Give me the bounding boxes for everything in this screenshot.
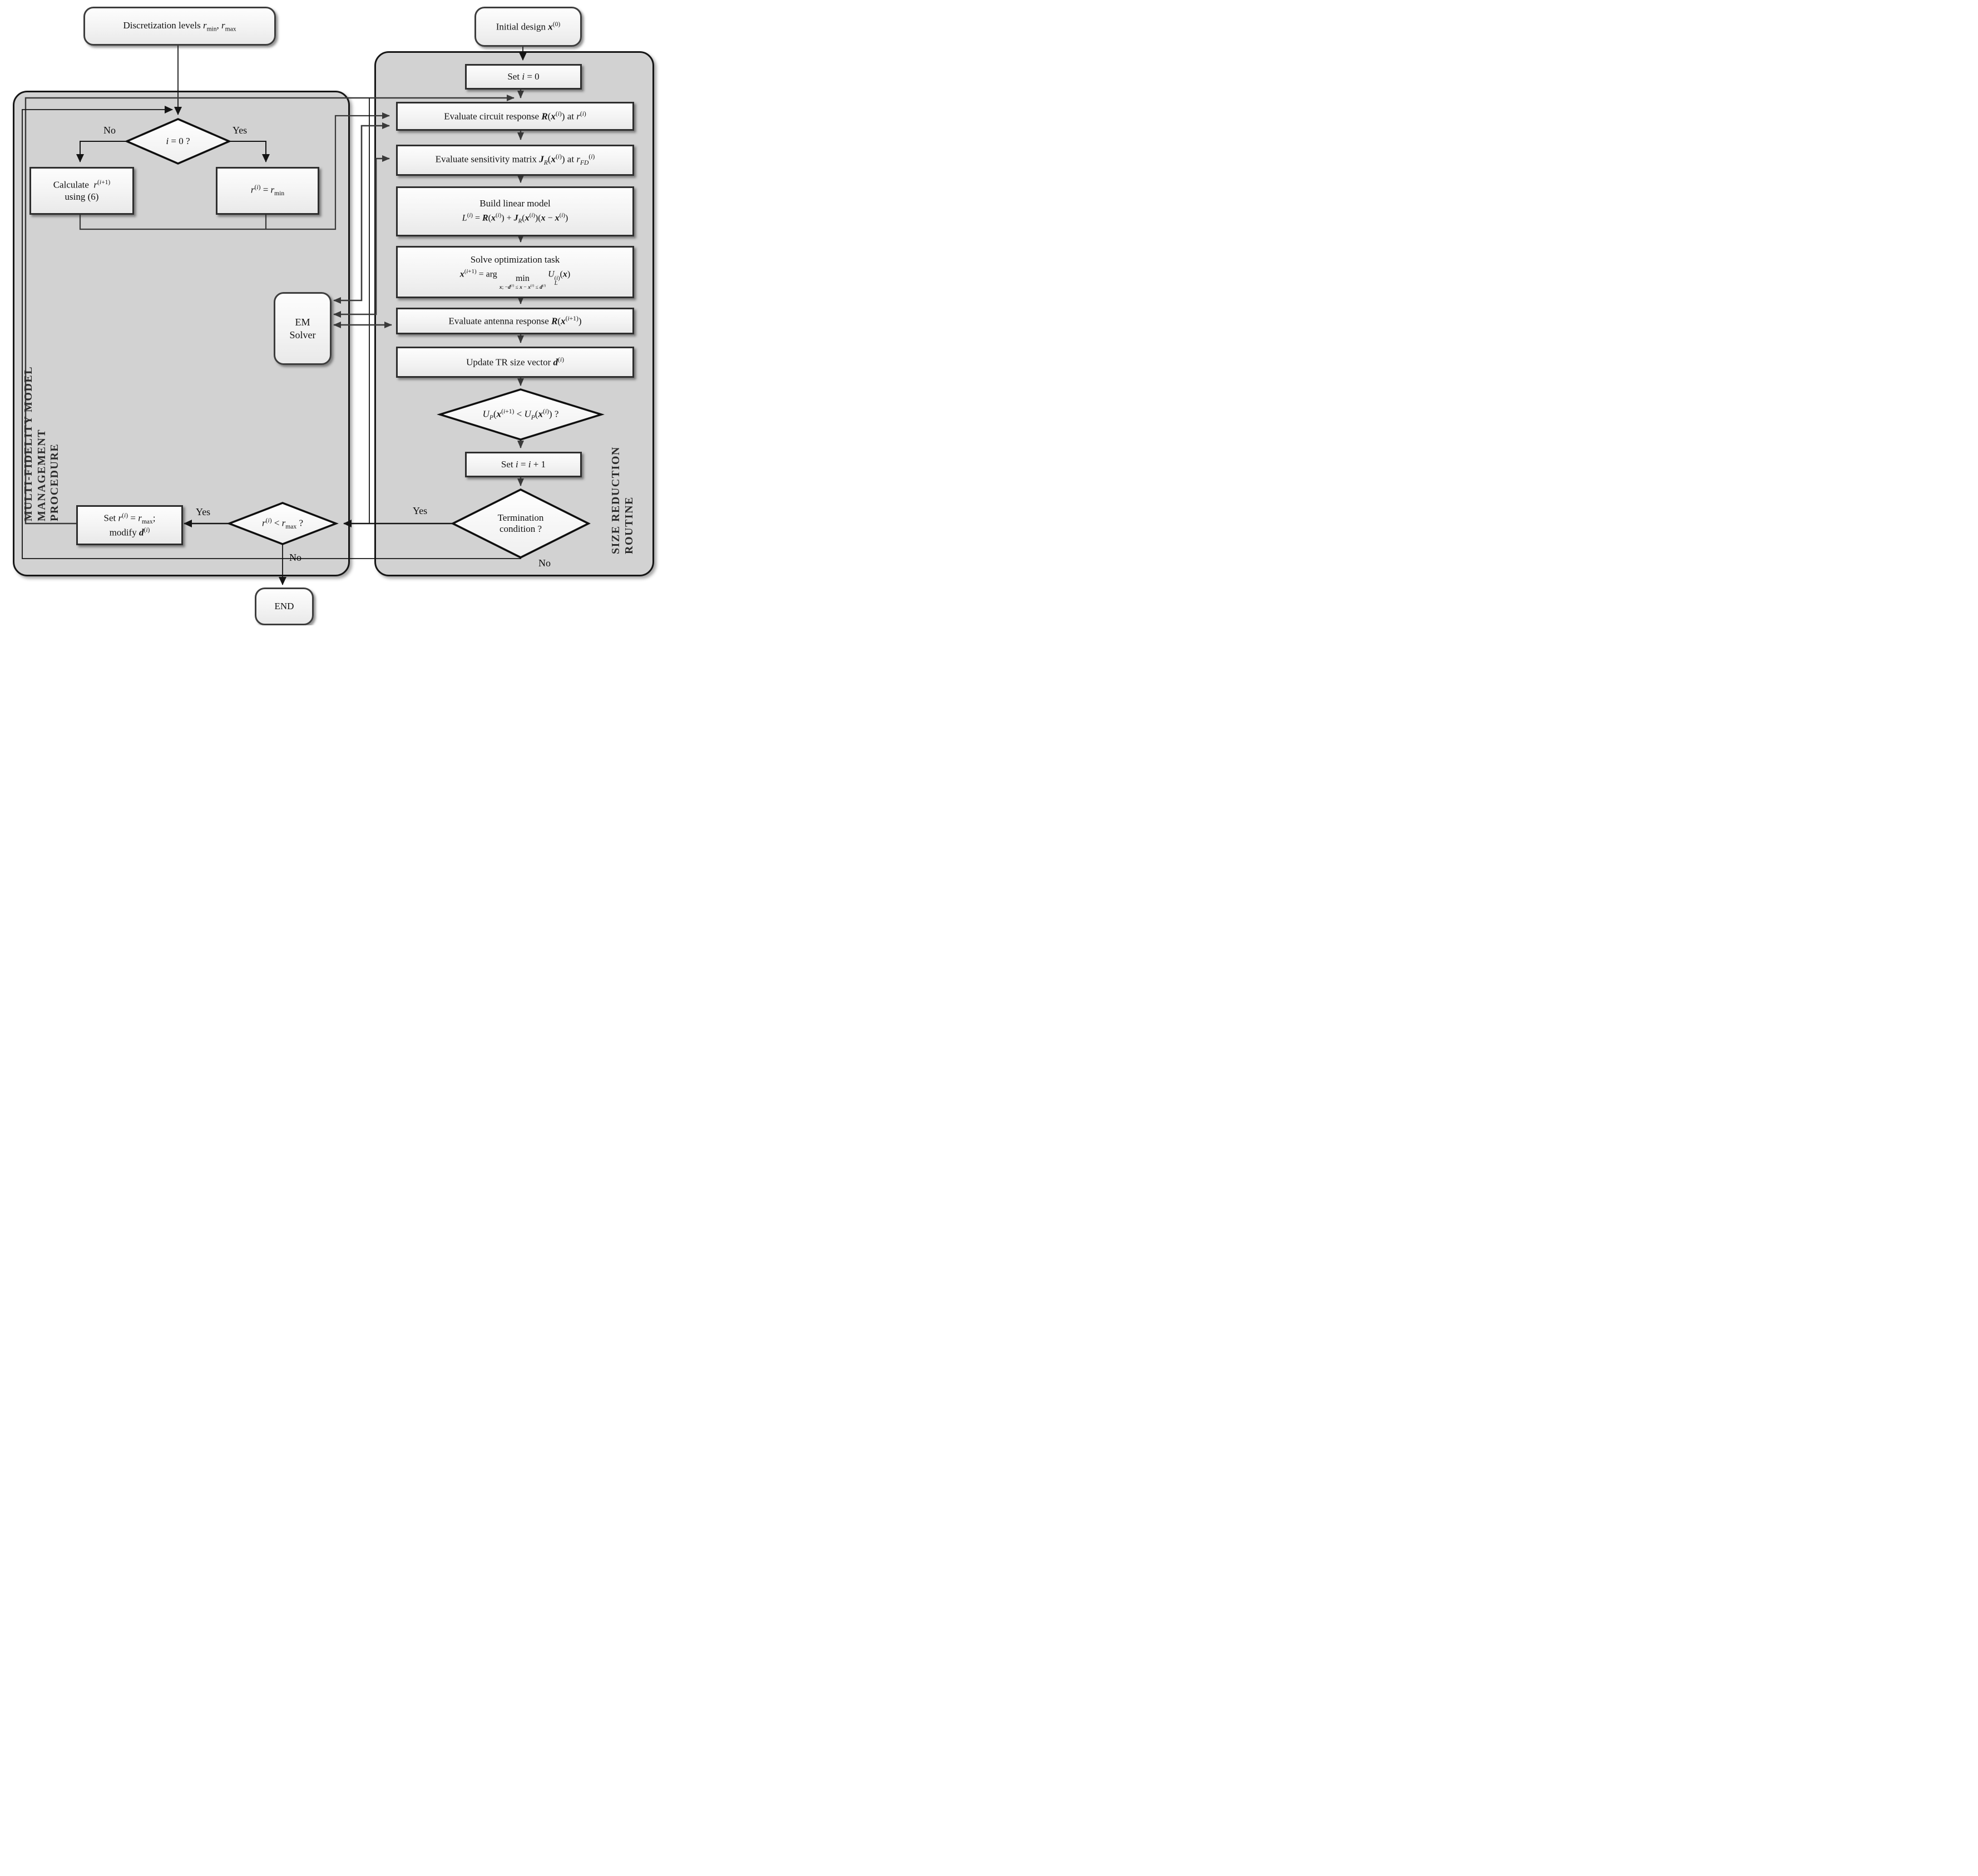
node-label: END bbox=[274, 601, 294, 612]
panel-title-size-reduction: SIZE REDUCTION ROUTINE bbox=[610, 446, 636, 554]
wire-em-circuit bbox=[333, 122, 390, 304]
node-build-linear-model[interactable]: Build linear model L(i) = R(x(i)) + JR(x… bbox=[396, 186, 634, 236]
wire-layer bbox=[22, 42, 605, 585]
decision-text: i = 0 ? bbox=[166, 135, 190, 146]
node-label: Set r(i) = rmax; bbox=[103, 512, 156, 526]
node-set-i-plus-one[interactable]: Set i = i + 1 bbox=[465, 452, 582, 477]
node-initial-design[interactable]: Initial design x(0) bbox=[474, 7, 582, 47]
node-label: Update TR size vector d(i) bbox=[466, 356, 564, 368]
node-label: Calculate r(i+1) bbox=[53, 179, 111, 191]
node-label: Set i = i + 1 bbox=[501, 459, 546, 470]
decision-termination-label: Termination condition ? bbox=[459, 501, 582, 546]
node-evaluate-antenna[interactable]: Evaluate antenna response R(x(i+1)) bbox=[396, 308, 634, 334]
node-label: Build linear model bbox=[479, 198, 551, 209]
decision-r-less-rmax[interactable] bbox=[226, 502, 339, 545]
decision-text: Termination bbox=[497, 512, 544, 523]
decision-i-zero-label: i = 0 ? bbox=[133, 131, 222, 151]
panel-title-multifidelity: MULTI-FIDELITY MODEL MANAGEMENT PROCEDUR… bbox=[22, 366, 62, 521]
node-label: Discretization levels rmin, rmax bbox=[123, 19, 236, 32]
decision-up-label: UP(x(i+1) < UP(x(i)) ? bbox=[441, 402, 600, 427]
node-discretization-levels[interactable]: Discretization levels rmin, rmax bbox=[83, 7, 276, 46]
node-end[interactable]: END bbox=[255, 588, 314, 625]
node-label: Solve optimization task bbox=[470, 254, 560, 265]
node-set-rmax[interactable]: Set r(i) = rmax; modify d(i) bbox=[76, 505, 183, 545]
node-label: Solver bbox=[289, 329, 316, 340]
label-rless-yes: Yes bbox=[196, 506, 211, 517]
node-set-i-zero[interactable]: Set i = 0 bbox=[465, 64, 582, 90]
node-em-solver[interactable]: EM Solver bbox=[274, 292, 332, 365]
wire-izero-yes-branch bbox=[229, 141, 270, 162]
wire-izero-no-branch bbox=[76, 141, 127, 162]
node-label: r(i) = rmin bbox=[250, 184, 285, 198]
label-izero-yes: Yes bbox=[233, 125, 248, 136]
decision-i-zero[interactable] bbox=[124, 118, 232, 165]
node-label: Set i = 0 bbox=[507, 71, 540, 82]
panel-title-line: MULTI-FIDELITY MODEL bbox=[22, 366, 34, 521]
node-calculate-r[interactable]: Calculate r(i+1) using (6) bbox=[29, 167, 134, 215]
node-update-tr[interactable]: Update TR size vector d(i) bbox=[396, 347, 634, 378]
node-label: Evaluate sensitivity matrix JR(x(i)) at … bbox=[435, 153, 595, 167]
panel-title-line: PROCEDURE bbox=[48, 443, 61, 521]
label-termination-yes: Yes bbox=[413, 505, 428, 516]
label-termination-no: No bbox=[538, 557, 551, 569]
decision-termination[interactable] bbox=[451, 488, 591, 559]
node-label: modify d(i) bbox=[109, 526, 150, 538]
flowchart-canvas: MULTI-FIDELITY MODEL MANAGEMENT PROCEDUR… bbox=[0, 0, 660, 625]
decision-rless-label: r(i) < rmax ? bbox=[230, 514, 335, 534]
decision-text: r(i) < rmax ? bbox=[262, 516, 303, 530]
node-label: Evaluate circuit response R(x(i)) at r(i… bbox=[444, 110, 586, 122]
node-evaluate-circuit[interactable]: Evaluate circuit response R(x(i)) at r(i… bbox=[396, 102, 634, 131]
node-r-equals-rmin[interactable]: r(i) = rmin bbox=[216, 167, 319, 215]
node-label: Evaluate antenna response R(x(i+1)) bbox=[448, 315, 582, 327]
decision-text: UP(x(i+1) < UP(x(i)) ? bbox=[482, 407, 559, 421]
panel-title-line: SIZE REDUCTION bbox=[610, 446, 622, 554]
label-izero-no: No bbox=[103, 125, 116, 136]
decision-up-condition[interactable] bbox=[437, 388, 605, 441]
panel-title-line: ROUTINE bbox=[622, 496, 635, 554]
wire-em-sensitivity bbox=[333, 155, 390, 318]
decision-text: condition ? bbox=[499, 524, 542, 534]
wire-rmax-loop-to-circuit bbox=[24, 95, 515, 525]
node-solve-optimization[interactable]: Solve optimization task x(i+1) = arg min… bbox=[396, 246, 634, 298]
node-label: EM bbox=[295, 317, 310, 328]
panel-title-line: MANAGEMENT bbox=[35, 428, 48, 521]
node-label: using (6) bbox=[65, 191, 99, 203]
node-formula: L(i) = R(x(i)) + JR(x(i))(x − x(i)) bbox=[462, 211, 568, 225]
node-label: Initial design x(0) bbox=[496, 21, 561, 32]
label-rless-no: No bbox=[289, 552, 301, 563]
node-evaluate-sensitivity[interactable]: Evaluate sensitivity matrix JR(x(i)) at … bbox=[396, 145, 634, 176]
